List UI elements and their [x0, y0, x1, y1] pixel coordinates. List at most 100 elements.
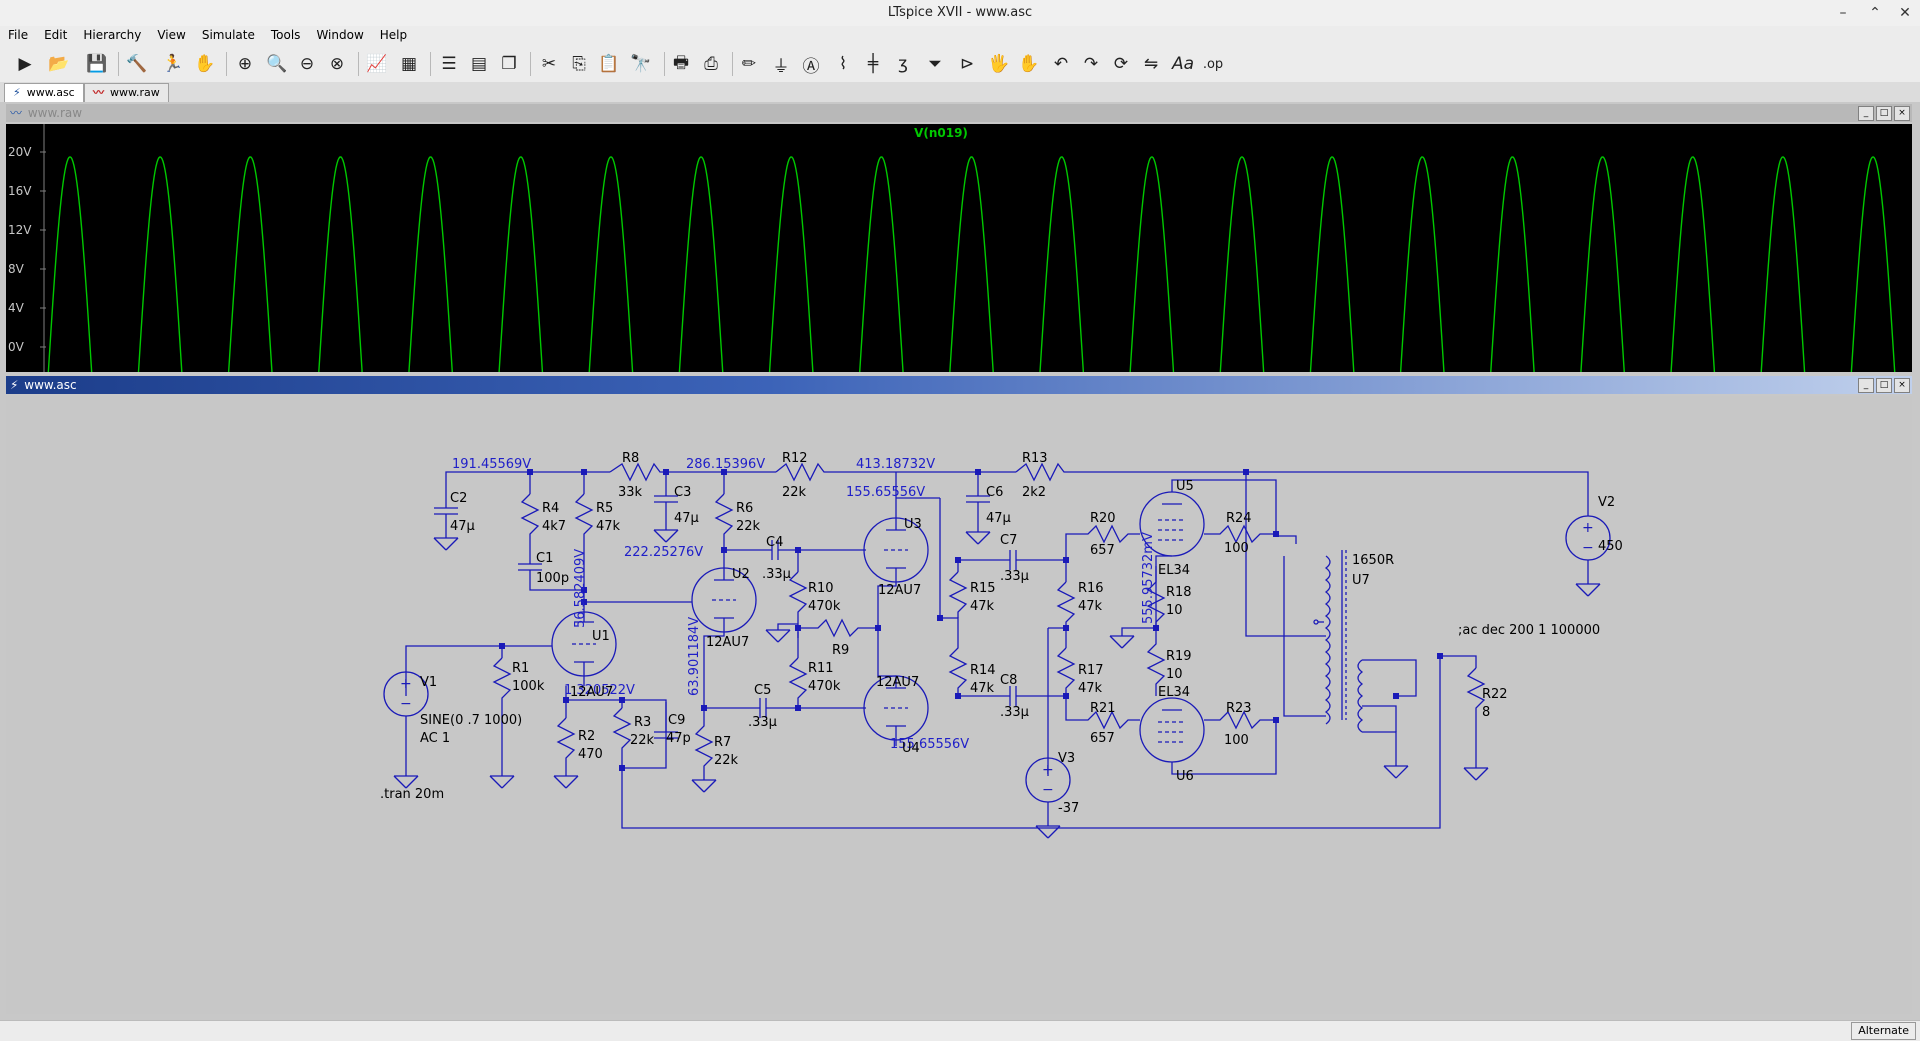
mirror-icon[interactable]: ⇋ [1143, 54, 1159, 74]
component-value[interactable]: 47µ [450, 519, 475, 534]
waveform-panel-titlebar[interactable]: 〰 www.raw _ □ × [6, 104, 1912, 122]
component-value[interactable]: 470 [578, 747, 603, 762]
component-value[interactable]: 47µ [986, 511, 1011, 526]
find-icon[interactable]: 🔭 [630, 54, 652, 74]
close-icon[interactable]: ✕ [1899, 5, 1911, 21]
zoom-fit-icon[interactable]: ⊗ [329, 54, 345, 74]
component-value[interactable]: 47p [666, 731, 691, 746]
component-value[interactable]: .33µ [1000, 705, 1029, 720]
component-value[interactable]: 47k [970, 681, 995, 696]
component-ref[interactable]: U4 [902, 741, 920, 756]
component-value[interactable]: 2k2 [1022, 485, 1046, 500]
tile-horizontal-icon[interactable]: ☰ [441, 54, 457, 74]
component-ref[interactable]: U3 [904, 517, 922, 532]
component-ref[interactable]: R4 [542, 501, 559, 516]
open-icon[interactable]: 📂 [48, 54, 70, 74]
component-ref[interactable]: R10 [808, 581, 834, 596]
source-v1-ac[interactable]: AC 1 [420, 731, 450, 746]
component-ref[interactable]: C8 [1000, 673, 1017, 688]
component-value[interactable]: 657 [1090, 543, 1115, 558]
component-value[interactable]: EL34 [1158, 563, 1190, 578]
source-v1-params[interactable]: SINE(0 .7 1000) [420, 713, 522, 728]
component-ref[interactable]: R9 [832, 643, 849, 658]
zoom-pan-icon[interactable]: 🔍 [266, 54, 288, 74]
component-value[interactable]: 12AU7 [878, 583, 921, 598]
component-ref[interactable]: C3 [674, 485, 691, 500]
node-voltage[interactable]: 155.65556V [890, 737, 969, 752]
component-ref[interactable]: U1 [592, 629, 610, 644]
ground-icon[interactable]: ⏚ [772, 56, 790, 77]
menu-view[interactable]: View [157, 28, 186, 42]
menu-edit[interactable]: Edit [44, 28, 68, 42]
component-value[interactable]: 22k [782, 485, 807, 500]
component-ref[interactable]: U6 [1176, 769, 1194, 784]
component-value[interactable]: 33k [618, 485, 643, 500]
component-value[interactable]: 10 [1166, 603, 1183, 618]
grid-icon[interactable]: ▦ [400, 54, 418, 74]
node-voltage[interactable]: 222.25276V [624, 545, 703, 560]
component-ref[interactable]: R13 [1022, 451, 1048, 466]
component-value[interactable]: 47k [1078, 599, 1103, 614]
component-value[interactable]: 4k7 [542, 519, 566, 534]
component-value[interactable]: 12AU7 [706, 635, 749, 650]
component-ref[interactable]: C4 [766, 535, 783, 550]
pencil-icon[interactable]: ✏ [741, 54, 757, 74]
cut-icon[interactable]: ✂ [541, 54, 557, 74]
inductor-icon[interactable]: ʒ [898, 54, 908, 74]
node-voltage[interactable]: 286.15396V [686, 457, 765, 472]
text-icon[interactable]: Aa [1171, 54, 1195, 74]
rotate-icon[interactable]: ⟳ [1113, 54, 1129, 74]
node-voltage[interactable]: 56.582409V [573, 549, 588, 628]
node-voltage[interactable]: 155.65556V [846, 485, 925, 500]
component-value[interactable]: 1650R [1352, 553, 1394, 568]
component-value[interactable]: 47µ [674, 511, 699, 526]
menu-simulate[interactable]: Simulate [201, 28, 255, 42]
component-value[interactable]: 22k [736, 519, 761, 534]
component-value[interactable]: 470k [808, 599, 841, 614]
component-ref[interactable]: U2 [732, 567, 750, 582]
component-value[interactable]: 657 [1090, 731, 1115, 746]
component-ref[interactable]: R6 [736, 501, 753, 516]
component-ref[interactable]: R15 [970, 581, 996, 596]
zoom-in-icon[interactable]: ⊕ [237, 54, 253, 74]
spice-directive-ac[interactable]: ;ac dec 200 1 100000 [1458, 623, 1600, 638]
copy-icon[interactable]: ⎘ [572, 54, 586, 74]
component-ref[interactable]: C9 [668, 713, 685, 728]
trace-label[interactable]: V(n019) [914, 126, 968, 140]
component-value[interactable]: 100k [512, 679, 545, 694]
component-ref[interactable]: U7 [1352, 573, 1370, 588]
menu-window[interactable]: Window [316, 28, 364, 42]
component-ref[interactable]: V1 [420, 675, 437, 690]
component-value[interactable]: 47k [596, 519, 621, 534]
component-ref[interactable]: C1 [536, 551, 553, 566]
component-value[interactable]: 450 [1598, 539, 1623, 554]
component-ref[interactable]: R17 [1078, 663, 1104, 678]
zoom-out-icon[interactable]: ⊖ [299, 54, 315, 74]
component-ref[interactable]: R8 [622, 451, 639, 466]
save-icon[interactable]: 💾 [86, 54, 108, 74]
component-ref[interactable]: U5 [1176, 479, 1194, 494]
component-ref[interactable]: C2 [450, 491, 467, 506]
print-preview-icon[interactable]: ⎙ [704, 54, 718, 74]
panel-close-button[interactable]: × [1894, 378, 1910, 393]
paste-icon[interactable]: 📋 [598, 54, 620, 74]
component-ref[interactable]: R11 [808, 661, 834, 676]
minimize-icon[interactable]: – [1839, 5, 1847, 21]
component-value[interactable]: EL34 [1158, 685, 1190, 700]
component-ref[interactable]: R18 [1166, 585, 1192, 600]
component-ref[interactable]: R16 [1078, 581, 1104, 596]
menu-hierarchy[interactable]: Hierarchy [83, 28, 142, 42]
component-value[interactable]: .33µ [762, 567, 791, 582]
resistor-r13[interactable] [1015, 462, 1589, 516]
component-value[interactable]: .33µ [748, 715, 777, 730]
component-value[interactable]: 47k [970, 599, 995, 614]
component-ref[interactable]: R2 [578, 729, 595, 744]
capacitor-icon[interactable]: ╪ [867, 54, 879, 74]
component-value[interactable]: 100p [536, 571, 569, 586]
component-value[interactable]: -37 [1058, 801, 1079, 816]
resistor-r12[interactable] [775, 462, 864, 482]
trace-v-n019[interactable] [46, 156, 1912, 372]
tile-vertical-icon[interactable]: ▤ [470, 54, 488, 74]
component-value[interactable]: 100 [1224, 733, 1249, 748]
component-ref[interactable]: R22 [1482, 687, 1508, 702]
